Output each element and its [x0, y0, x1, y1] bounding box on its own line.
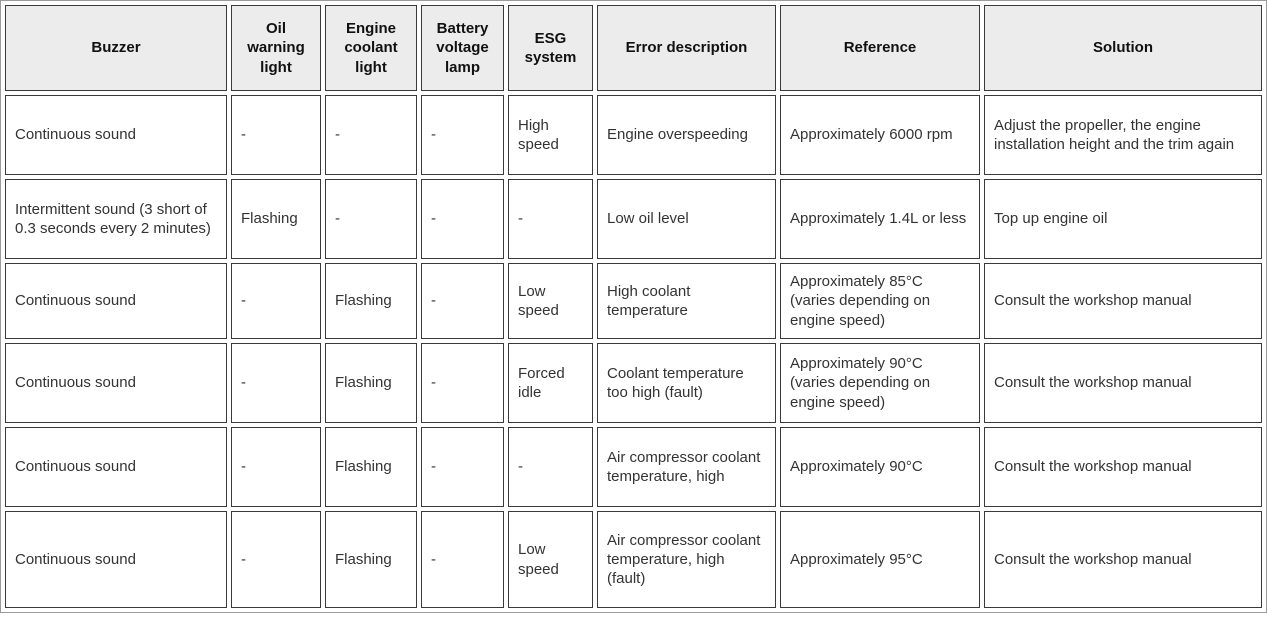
cell-buzzer: Continuous sound	[5, 263, 227, 339]
column-header-esg-system: ESG system	[508, 5, 593, 91]
cell-error-description: Coolant temperature too high (fault)	[597, 343, 776, 423]
cell-engine-coolant: -	[325, 179, 417, 259]
cell-esg-system: -	[508, 427, 593, 507]
cell-solution: Consult the workshop manual	[984, 427, 1262, 507]
cell-battery-voltage: -	[421, 95, 504, 175]
cell-esg-system: -	[508, 179, 593, 259]
column-header-battery-voltage-lamp: Battery voltage lamp	[421, 5, 504, 91]
cell-error-description: High coolant temperature	[597, 263, 776, 339]
cell-error-description: Air compressor coolant temperature, high	[597, 427, 776, 507]
cell-oil-warning-light: -	[231, 263, 321, 339]
cell-engine-coolant: Flashing	[325, 343, 417, 423]
cell-reference: Approximately 1.4L or less	[780, 179, 980, 259]
table-row: Continuous sound - Flashing - - Air comp…	[5, 427, 1262, 507]
cell-battery-voltage: -	[421, 343, 504, 423]
table-row: Intermittent sound (3 short of 0.3 secon…	[5, 179, 1262, 259]
cell-error-description: Air compressor coolant temperature, high…	[597, 511, 776, 608]
cell-buzzer: Continuous sound	[5, 427, 227, 507]
column-header-buzzer: Buzzer	[5, 5, 227, 91]
cell-engine-coolant: -	[325, 95, 417, 175]
cell-buzzer: Continuous sound	[5, 95, 227, 175]
cell-reference: Approximately 90°C	[780, 427, 980, 507]
column-header-reference: Reference	[780, 5, 980, 91]
cell-battery-voltage: -	[421, 179, 504, 259]
cell-engine-coolant: Flashing	[325, 427, 417, 507]
cell-solution: Adjust the propeller, the engine install…	[984, 95, 1262, 175]
cell-solution: Consult the workshop manual	[984, 343, 1262, 423]
cell-buzzer: Continuous sound	[5, 343, 227, 423]
cell-reference: Approximately 6000 rpm	[780, 95, 980, 175]
cell-engine-coolant: Flashing	[325, 263, 417, 339]
table-row: Continuous sound - Flashing - Low speed …	[5, 511, 1262, 608]
cell-oil-warning-light: -	[231, 427, 321, 507]
column-header-engine-coolant-light: Engine coolant light	[325, 5, 417, 91]
cell-reference: Approximately 95°C	[780, 511, 980, 608]
table-header-row: Buzzer Oil warning light Engine coolant …	[5, 5, 1262, 91]
cell-oil-warning-light: -	[231, 95, 321, 175]
cell-buzzer: Continuous sound	[5, 511, 227, 608]
cell-buzzer: Intermittent sound (3 short of 0.3 secon…	[5, 179, 227, 259]
table-row: Continuous sound - Flashing - Forced idl…	[5, 343, 1262, 423]
column-header-oil-warning-light: Oil warning light	[231, 5, 321, 91]
cell-esg-system: High speed	[508, 95, 593, 175]
cell-battery-voltage: -	[421, 511, 504, 608]
cell-esg-system: Forced idle	[508, 343, 593, 423]
cell-esg-system: Low speed	[508, 263, 593, 339]
cell-solution: Consult the workshop manual	[984, 263, 1262, 339]
cell-oil-warning-light: -	[231, 343, 321, 423]
cell-esg-system: Low speed	[508, 511, 593, 608]
cell-battery-voltage: -	[421, 427, 504, 507]
cell-oil-warning-light: -	[231, 511, 321, 608]
cell-solution: Consult the workshop manual	[984, 511, 1262, 608]
column-header-solution: Solution	[984, 5, 1262, 91]
cell-reference: Approximately 85°C (varies depending on …	[780, 263, 980, 339]
cell-engine-coolant: Flashing	[325, 511, 417, 608]
table-row: Continuous sound - Flashing - Low speed …	[5, 263, 1262, 339]
cell-solution: Top up engine oil	[984, 179, 1262, 259]
column-header-error-description: Error description	[597, 5, 776, 91]
table-row: Continuous sound - - - High speed Engine…	[5, 95, 1262, 175]
cell-reference: Approximately 90°C (varies depending on …	[780, 343, 980, 423]
cell-error-description: Engine overspeeding	[597, 95, 776, 175]
cell-oil-warning-light: Flashing	[231, 179, 321, 259]
cell-error-description: Low oil level	[597, 179, 776, 259]
cell-battery-voltage: -	[421, 263, 504, 339]
